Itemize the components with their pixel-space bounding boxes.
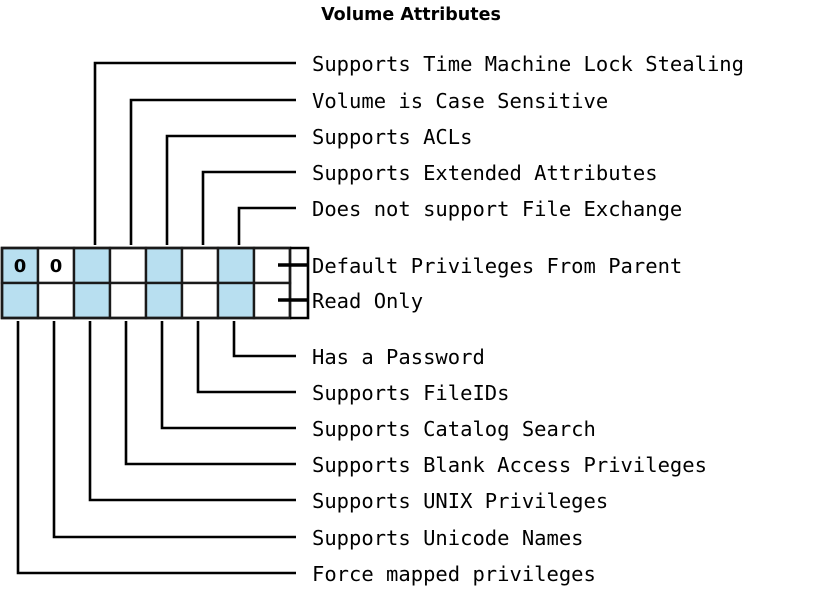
callout-label-has-a-password: Has a Password [312, 345, 485, 369]
leader-time-machine-lock-stealing [93, 61, 296, 245]
leader-catalog-search [160, 321, 296, 430]
leader-fileids [196, 321, 296, 394]
callout-label-extended-attributes: Supports Extended Attributes [312, 161, 658, 185]
bit-cell-top-5[interactable] [180, 246, 220, 285]
labels-right: Default Privileges From Parent Read Only [312, 254, 682, 313]
bit-cell-bottom-3[interactable] [108, 281, 148, 320]
callout-label-default-privileges-from-parent: Default Privileges From Parent [312, 254, 682, 278]
bit-cell-top-2[interactable] [72, 246, 112, 285]
bit-cell-bottom-6[interactable] [216, 281, 256, 320]
bitfield-outline [0, 246, 292, 320]
labels-above: Supports Time Machine Lock Stealing Volu… [312, 52, 744, 221]
leaders-below [16, 321, 296, 575]
leader-force-mapped-privileges [16, 321, 296, 575]
bit-cell-top-6[interactable] [216, 246, 256, 285]
bitfield-grid: 0 0 [0, 246, 292, 320]
callout-label-blank-access-privileges: Supports Blank Access Privileges [312, 453, 707, 477]
bit-value-1: 0 [50, 256, 63, 277]
bit-cell-top-3[interactable] [108, 246, 148, 285]
leader-case-sensitive [129, 98, 296, 245]
callout-label-unicode-names: Supports Unicode Names [312, 526, 584, 550]
leader-has-a-password [232, 321, 296, 358]
bit-cell-bottom-1[interactable] [36, 281, 76, 320]
leader-extended-attributes [201, 170, 296, 245]
callout-label-unix-privileges: Supports UNIX Privileges [312, 489, 608, 513]
bit-cell-bottom-0[interactable] [0, 281, 40, 320]
callout-label-force-mapped-privileges: Force mapped privileges [312, 562, 596, 586]
callout-label-catalog-search: Supports Catalog Search [312, 417, 596, 441]
callout-label-no-file-exchange: Does not support File Exchange [312, 197, 682, 221]
leader-acls [165, 134, 296, 245]
bit-cell-top-4[interactable] [144, 246, 184, 285]
bit-cell-bottom-2[interactable] [72, 281, 112, 320]
callout-label-fileids: Supports FileIDs [312, 381, 509, 405]
callout-label-read-only: Read Only [312, 289, 423, 313]
bit-cell-bottom-4[interactable] [144, 281, 184, 320]
leader-blank-access-privileges [124, 321, 296, 466]
leader-unix-privileges [88, 321, 296, 502]
callout-label-case-sensitive: Volume is Case Sensitive [312, 89, 608, 113]
bit-cell-bottom-5[interactable] [180, 281, 220, 320]
leaders-right [278, 246, 310, 320]
bit-value-0: 0 [14, 256, 27, 277]
leader-unicode-names [52, 321, 296, 539]
leader-no-file-exchange [237, 206, 296, 245]
labels-below: Has a Password Supports FileIDs Supports… [312, 345, 707, 586]
figure-title: Volume Attributes [321, 5, 501, 25]
callout-label-time-machine-lock-stealing: Supports Time Machine Lock Stealing [312, 52, 744, 76]
bracket-right [290, 246, 310, 320]
leaders-above [93, 61, 296, 245]
callout-label-acls: Supports ACLs [312, 125, 472, 149]
